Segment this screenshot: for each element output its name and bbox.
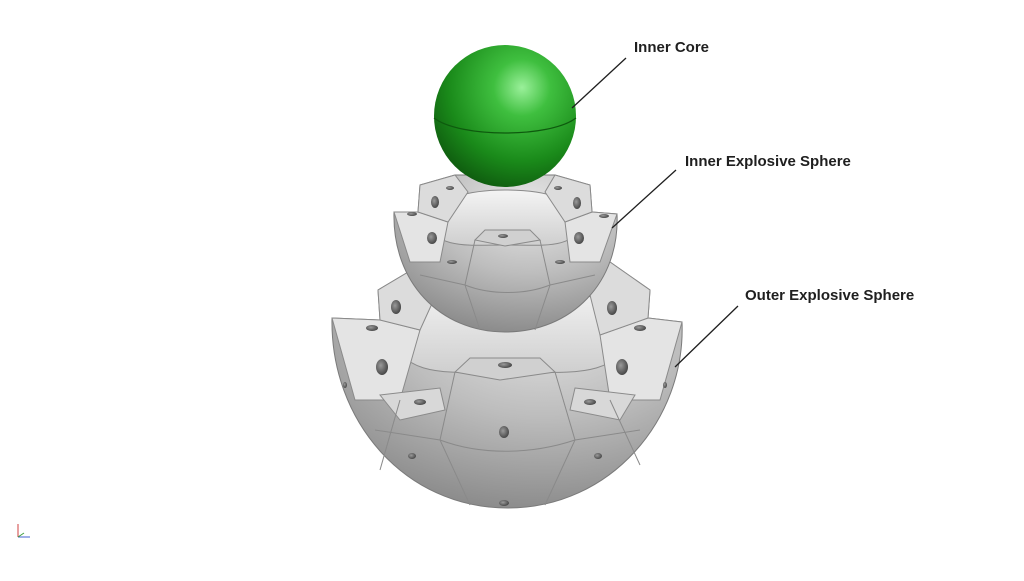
inner-rim-face-left [393, 211, 449, 263]
inner-front-block [473, 229, 542, 247]
outer-hole [498, 362, 512, 368]
outer-hole [607, 301, 617, 315]
outer-rim-face-left [331, 317, 421, 401]
outer-hole [343, 382, 347, 388]
outer-hole [408, 453, 416, 459]
inner-hole [446, 186, 454, 190]
inner-hole [555, 260, 565, 264]
outer-hole [391, 300, 401, 314]
outer-hole [499, 426, 509, 438]
outer-hole [414, 399, 426, 405]
outer-hole [584, 399, 596, 405]
inner-hole [599, 214, 609, 218]
outer-hole [616, 359, 628, 375]
outer-hole [366, 325, 378, 331]
leader-line-inner-explosive-sphere [611, 169, 677, 229]
label-outer-explosive-sphere: Outer Explosive Sphere [745, 287, 914, 304]
axis-triad-icon [17, 524, 30, 538]
label-inner-explosive-sphere: Inner Explosive Sphere [685, 153, 851, 170]
outer-panel-seams [374, 371, 641, 506]
leader-line-inner-core [571, 57, 627, 109]
inner-hole [573, 197, 581, 209]
label-inner-core: Inner Core [634, 39, 709, 56]
inner-core-sphere [434, 45, 576, 187]
inner-core-seam [433, 117, 577, 134]
inner-hole [554, 186, 562, 190]
outer-hole [594, 453, 602, 459]
inner-hole [431, 196, 439, 208]
leader-line-outer-explosive-sphere [674, 305, 739, 368]
outer-hole [499, 500, 509, 506]
inner-hole [498, 234, 508, 238]
inner-hole [427, 232, 437, 244]
inner-explosive-sphere [393, 174, 618, 333]
inner-hole [574, 232, 584, 244]
outer-hole [376, 359, 388, 375]
inner-hole [407, 212, 417, 216]
outer-right-block [569, 387, 636, 421]
outer-hole [663, 382, 667, 388]
inner-rim-face-left-back [417, 174, 469, 223]
inner-panel-seams [419, 239, 596, 331]
outer-hole [634, 325, 646, 331]
inner-hole [447, 260, 457, 264]
inner-core [433, 45, 577, 187]
outer-front-block [453, 357, 557, 381]
